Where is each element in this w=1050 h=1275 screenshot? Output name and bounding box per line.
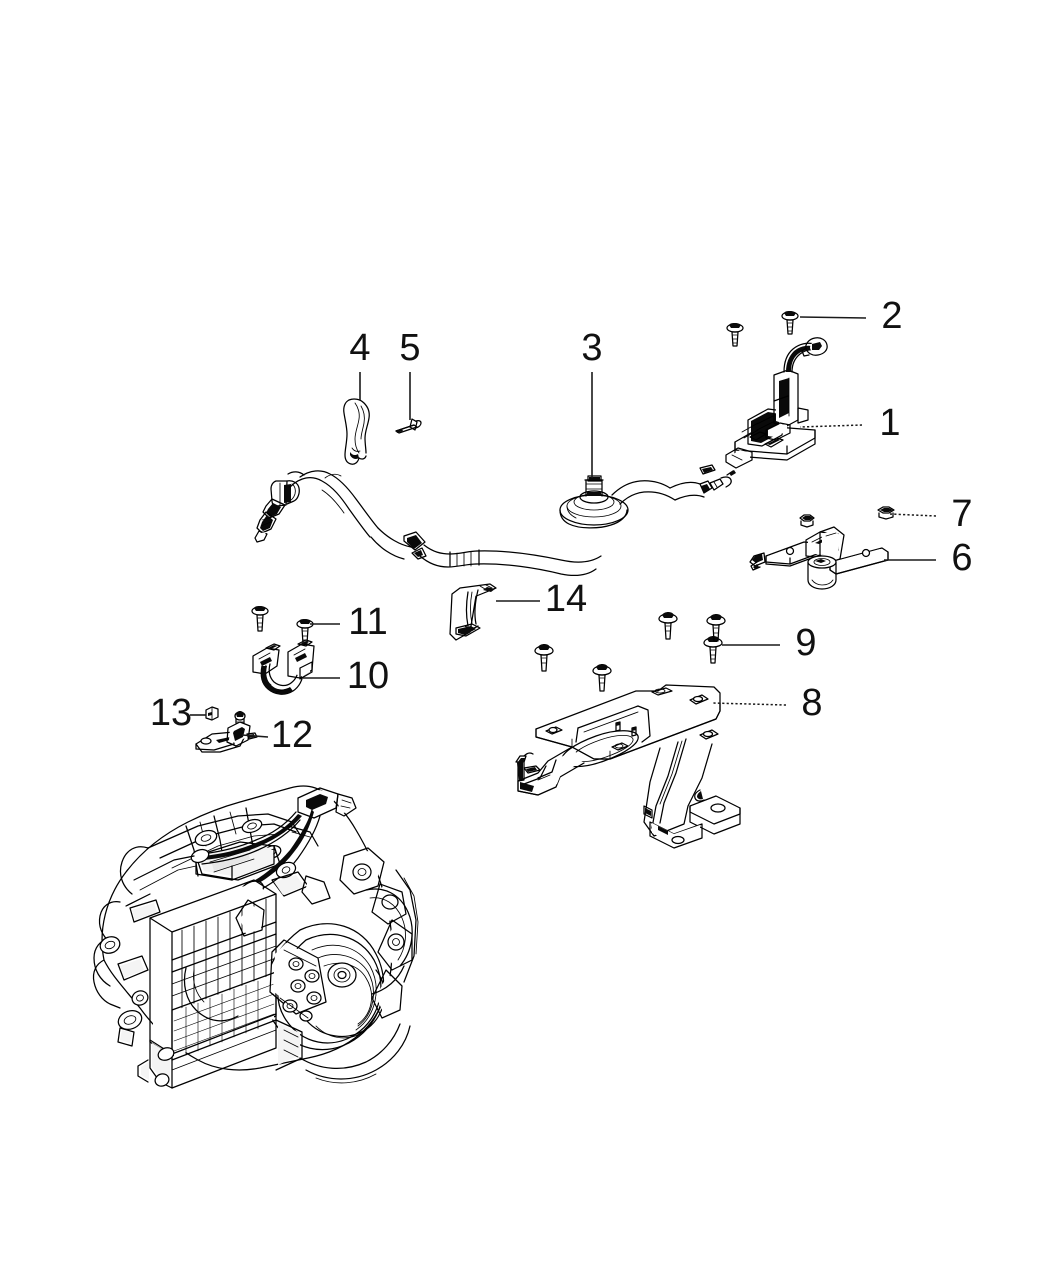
transaxle-assembly [92, 785, 419, 1089]
nut-7b [799, 514, 815, 528]
part-3-gearshift-control-cable [254, 470, 736, 576]
callout-number-8[interactable]: 8 [801, 682, 822, 724]
bolt-head-9e [592, 664, 612, 692]
part-7-nut [799, 506, 895, 528]
bolt-head-2b [726, 323, 744, 347]
part-2-bolt-upper [726, 311, 799, 347]
bracket-mounting-ears [545, 687, 719, 751]
part-14-cable-support-bracket [449, 583, 497, 641]
part-6-shift-lever-bracket [749, 526, 889, 590]
part-11-bolt-clamp [251, 606, 314, 645]
bolt-head-9b [706, 614, 726, 642]
bolt-head-11a [296, 619, 314, 645]
part-12-shift-cable-lever-bracket [195, 711, 258, 753]
callout-number-11[interactable]: 11 [348, 601, 387, 643]
callout-number-6[interactable]: 6 [951, 537, 972, 579]
callout-number-7[interactable]: 7 [951, 493, 972, 535]
part-4-cable-retaining-clip [343, 398, 370, 465]
callout-number-1[interactable]: 1 [879, 402, 900, 444]
cable-grommet [559, 475, 629, 529]
part-1-gearshift-lever-assembly [699, 337, 828, 475]
cable-right-end-fitting [699, 470, 736, 494]
bolt-head-9a [703, 636, 723, 664]
callout-leader-lines [190, 316, 937, 738]
part-13-retaining-clip-small [205, 706, 219, 721]
callout-number-9[interactable]: 9 [795, 622, 816, 664]
nut-7a [877, 506, 895, 520]
callout-number-10[interactable]: 10 [347, 655, 389, 697]
callout-leader-8 [711, 702, 787, 706]
bolt-head-9c [658, 612, 678, 640]
part-9-bolt-bracket-mount [534, 612, 726, 692]
callout-number-3[interactable]: 3 [581, 327, 602, 369]
callout-number-4[interactable]: 4 [349, 327, 370, 369]
callout-leader-1 [799, 424, 863, 428]
bolt-head-11b [251, 606, 269, 632]
cable-mid-clamp [403, 531, 427, 560]
bolt-head-9d [534, 644, 554, 672]
part-8-shifter-mounting-bracket [515, 684, 741, 849]
cable-ribbed-section [449, 549, 480, 567]
callout-number-12[interactable]: 12 [271, 714, 313, 756]
callout-number-13[interactable]: 13 [150, 692, 192, 734]
callout-number-5[interactable]: 5 [399, 327, 420, 369]
bolt-head-2a [781, 311, 799, 335]
part-5-pin-retainer [395, 418, 422, 434]
callout-number-14[interactable]: 14 [545, 578, 587, 620]
callout-number-2[interactable]: 2 [881, 295, 902, 337]
part-10-cable-clamp-bracket [252, 639, 315, 695]
cable-left-end-fitting [254, 471, 305, 543]
callout-leader-12 [241, 734, 269, 738]
callout-leader-2 [799, 316, 867, 319]
callout-leader-7 [889, 513, 937, 517]
